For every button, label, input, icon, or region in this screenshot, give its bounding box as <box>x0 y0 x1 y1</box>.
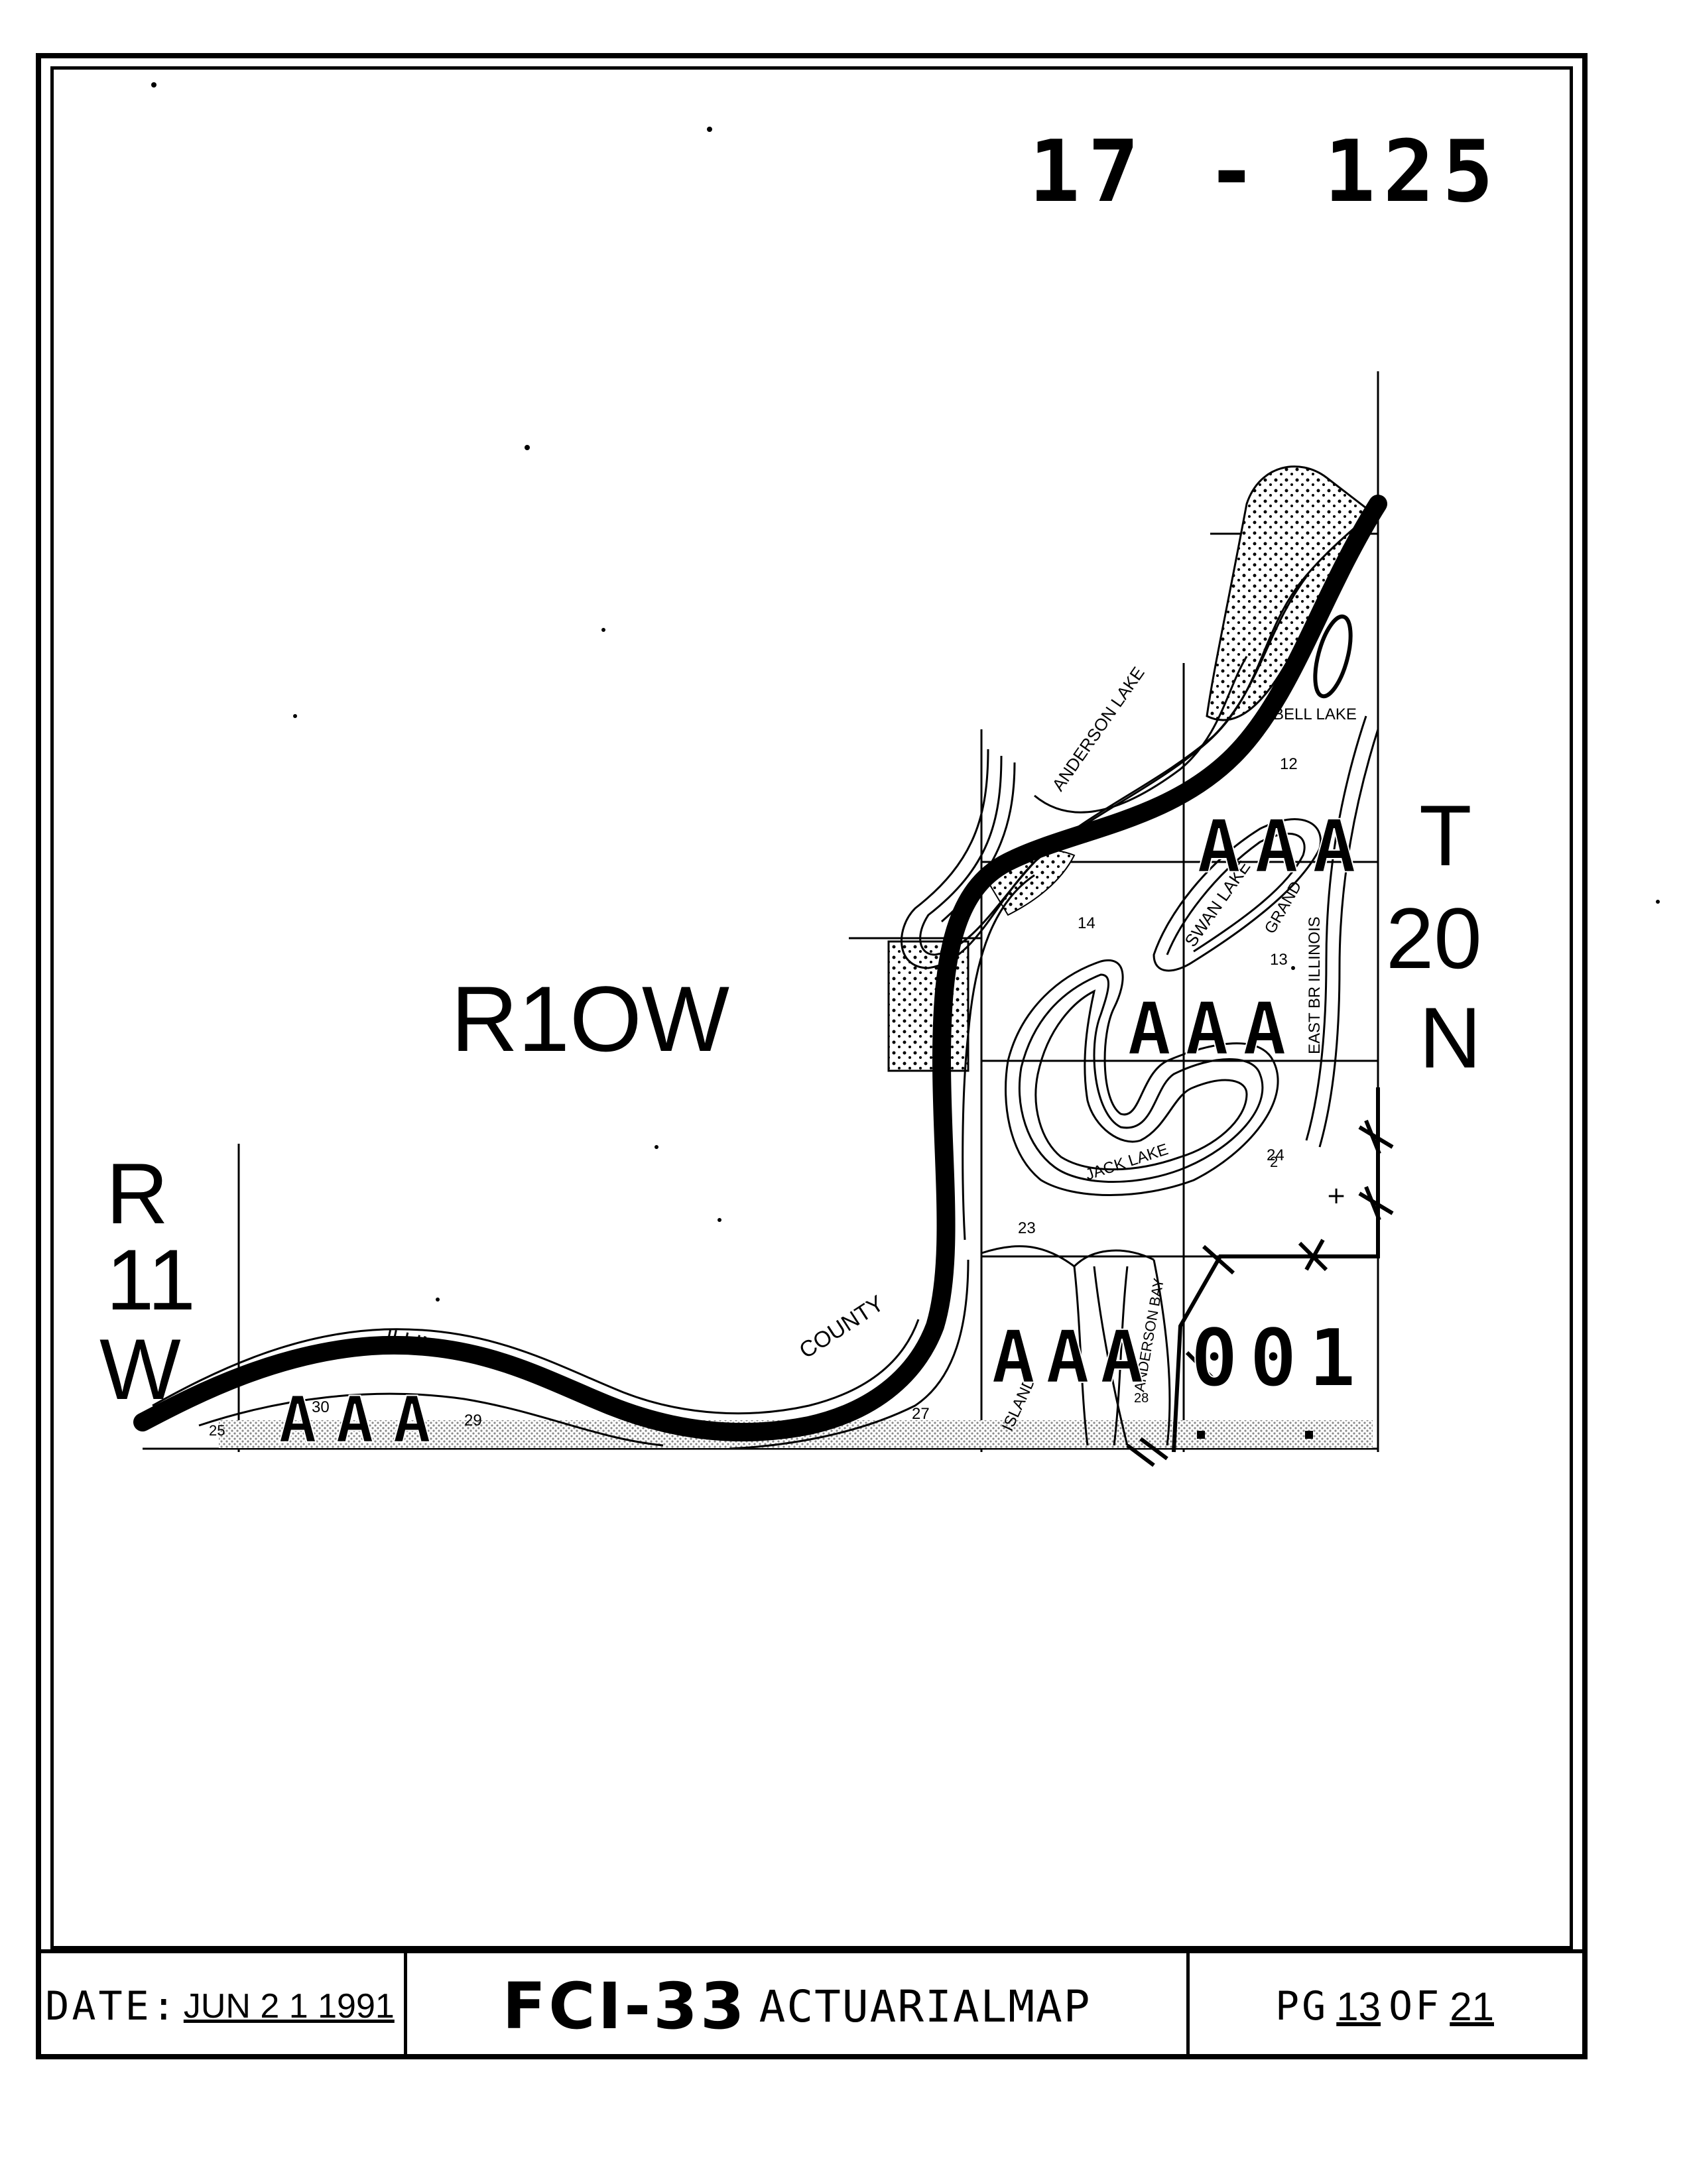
zone-label-aaa-2: AAA <box>1127 987 1286 1071</box>
section-num-30: 30 <box>312 1398 330 1416</box>
island-creek <box>981 1245 1171 1446</box>
section-num-28: 28 <box>1134 1391 1149 1406</box>
zone-label-001: 001 <box>1190 1313 1356 1405</box>
label-bell-lake: BELL LAKE <box>1273 705 1357 723</box>
illinois-river-channel <box>133 495 1387 1441</box>
bell-lake <box>1313 614 1353 699</box>
section-grid <box>143 371 1379 1452</box>
page-of: OF <box>1389 1983 1442 2030</box>
jack-lake <box>1005 959 1279 1196</box>
zone-label-aaa-4: AAA <box>279 1383 431 1457</box>
illinois-river-banks <box>152 874 1035 1450</box>
township-label-20: 20 <box>1386 890 1482 987</box>
range-label-r10w: R1OW <box>451 967 729 1071</box>
section-num-24: 24 <box>1267 1146 1284 1164</box>
rail-line <box>1126 1087 1394 1467</box>
east-branch-illinois <box>1305 715 1379 1148</box>
zone-label-aaa-1: AAA <box>1197 804 1356 889</box>
marker-square-2 <box>1305 1431 1313 1439</box>
date-cell: DATE: JUN 2 1 1991 <box>36 1953 407 2059</box>
outer-frame <box>36 53 1588 2059</box>
label-east-br-illinois: EAST BR ILLINOIS <box>1306 916 1324 1054</box>
swan-lake <box>1153 818 1322 972</box>
map-series-code: FCI-33 <box>502 1969 747 2043</box>
map-number: 17 - 125 <box>1029 123 1501 221</box>
section-num-13: 13 <box>1270 951 1288 969</box>
page-prefix: PG <box>1275 1983 1329 2030</box>
title-cell: FCI-33 ACTUARIALMAP <box>407 1953 1190 2059</box>
label-county: COUNTY <box>795 1291 889 1364</box>
plus-mark: + <box>1326 1182 1346 1209</box>
date-value: JUN 2 1 1991 <box>183 1987 395 2026</box>
map-canvas: + R1OW R 11 W T 20 N ANDERSON LAKE BELL … <box>99 82 1660 1467</box>
zone-label-aaa-3: AAA <box>991 1315 1144 1400</box>
township-label-t: T <box>1419 787 1471 884</box>
section-num-1: 1 <box>1323 589 1332 607</box>
section-num-2: 2 <box>1270 1154 1278 1170</box>
section-num-14: 14 <box>1078 914 1095 932</box>
section-num-27: 27 <box>912 1405 930 1423</box>
map-series-name: ACTUARIALMAP <box>759 1980 1092 2032</box>
section-num-12: 12 <box>1280 755 1298 773</box>
township-label-n: N <box>1419 989 1481 1086</box>
scatter-dots <box>151 82 1660 1302</box>
title-block: DATE: JUN 2 1 1991 FCI-33 ACTUARIALMAP P… <box>36 1949 1588 2059</box>
page-current: 13 <box>1336 1984 1381 2029</box>
page-cell: PG 13 OF 21 <box>1190 1953 1588 2059</box>
inner-frame <box>50 66 1573 1949</box>
date-label: DATE: <box>45 1983 178 2030</box>
range-label-r: R <box>106 1145 168 1242</box>
page-total: 21 <box>1450 1984 1494 2029</box>
label-anderson-lake: ANDERSON LAKE <box>1048 663 1148 794</box>
section-num-23: 23 <box>1018 1219 1036 1237</box>
marker-square-1 <box>1197 1431 1205 1439</box>
range-label-w: W <box>99 1321 181 1418</box>
section-num-29: 29 <box>464 1412 482 1429</box>
section-num-25: 25 <box>209 1422 225 1439</box>
range-label-11: 11 <box>106 1231 196 1328</box>
